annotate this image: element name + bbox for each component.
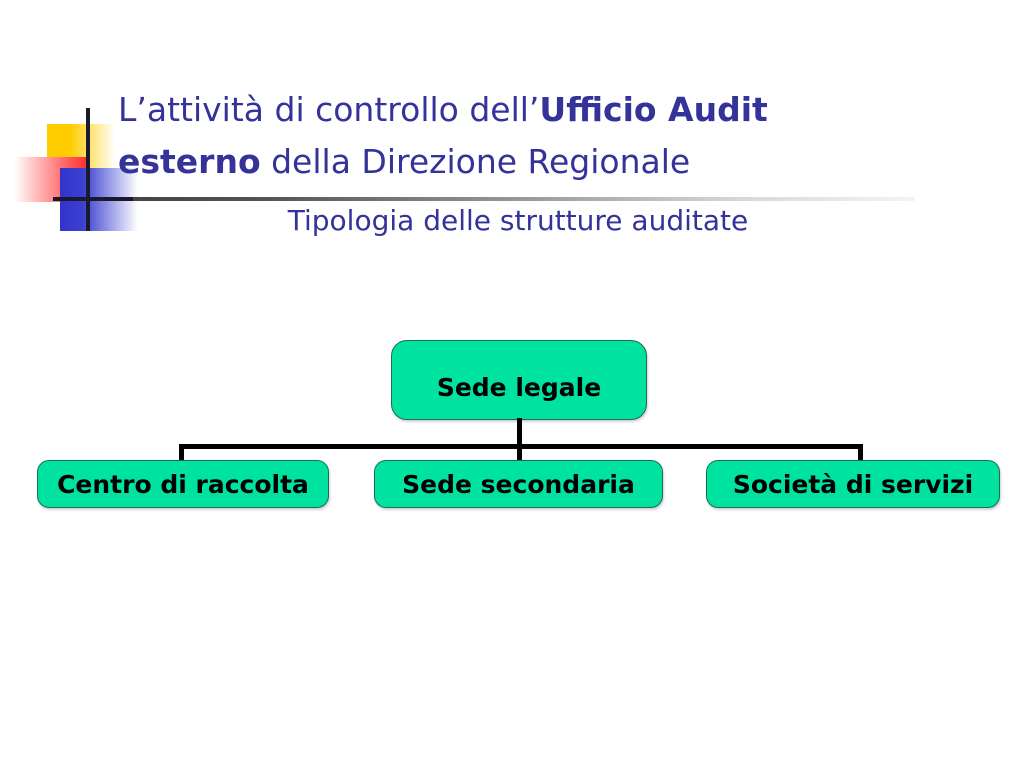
chart-node-sede-legale[interactable]: Sede legale xyxy=(391,340,647,420)
chart-node-label: Società di servizi xyxy=(732,469,974,499)
vertical-accent-line xyxy=(86,108,90,231)
page-subtitle: Tipologia delle strutture auditate xyxy=(287,204,749,237)
title-part-plain-b: della Direzione Regionale xyxy=(260,142,691,181)
chart-node-sede-secondaria[interactable]: Sede secondaria xyxy=(374,460,663,508)
chart-node-societa-di-servizi[interactable]: Società di servizi xyxy=(706,460,1000,508)
chart-node-label: Sede legale xyxy=(436,373,602,402)
connector-drop-right xyxy=(858,444,863,462)
connector-stem xyxy=(517,418,522,448)
title-part-bold-a: Ufficio Audit xyxy=(539,90,768,129)
page-title: L’attività di controllo dell’Ufficio Aud… xyxy=(118,84,918,188)
title-part-bold-b: esterno xyxy=(118,142,261,181)
chart-node-centro-di-raccolta[interactable]: Centro di raccolta xyxy=(37,460,329,508)
connector-drop-left xyxy=(179,444,184,462)
horizontal-accent-line xyxy=(53,197,133,201)
title-part-plain-a: L’attività di controllo dell’ xyxy=(118,90,540,129)
chart-node-label: Centro di raccolta xyxy=(57,469,309,499)
header-divider xyxy=(53,197,915,201)
connector-drop-middle xyxy=(517,444,522,462)
chart-node-label: Sede secondaria xyxy=(402,469,635,499)
